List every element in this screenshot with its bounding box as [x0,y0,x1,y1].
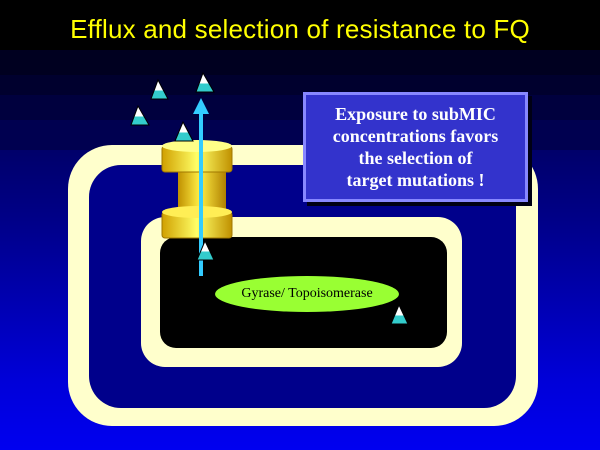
callout-line: concentrations favors [332,126,499,146]
enzyme-label: Gyrase/ Topoisomerase [241,286,373,301]
callout-box: Exposure to subMIC concentrations favors… [303,92,528,202]
fluoroquinolone-triangle-icon [390,303,409,325]
gyrase-topoisomerase-ellipse [215,276,399,312]
fluoroquinolone-triangle-icon [196,239,215,261]
efflux-arrow [193,98,209,276]
callout-line: target mutations ! [346,170,485,190]
slide-title: Efflux and selection of resistance to FQ [70,14,530,44]
fluoroquinolone-triangle-icon [150,78,169,100]
fluoroquinolone-triangle-icon [174,120,194,142]
callout-line: the selection of [358,148,473,168]
callout-line: Exposure to subMIC [335,104,496,124]
fluoroquinolone-triangle-icon [195,71,215,93]
fluoroquinolone-triangle-icon [130,104,150,126]
